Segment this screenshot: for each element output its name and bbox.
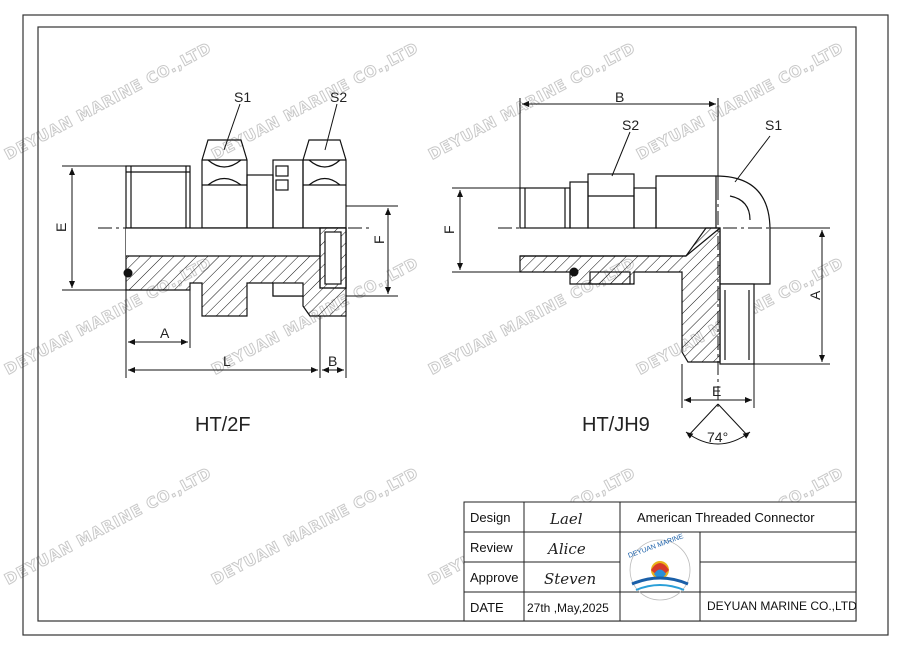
label-b: B [615,89,624,105]
nut-s2 [587,173,635,229]
threaded-stud [125,165,191,229]
title-block-role: DATE [470,600,504,615]
o-ring [123,268,133,278]
drawing-title-ht-2f: HT/2F [195,414,251,436]
section-hatch [519,227,721,363]
reviewer-signature: Alice [546,540,586,558]
label-s1: S1 [234,89,251,105]
label-s2: S2 [330,89,347,105]
title-block-role: Review [470,540,513,555]
label-e: E [53,223,69,232]
inner-border [37,26,857,622]
label-s1: S1 [765,117,782,133]
label-a: A [160,325,170,341]
designer-signature: Lael [549,510,583,528]
watermark: DEYUAN MARINE CO.,LTD [1,464,214,589]
watermark: DEYUAN MARINE CO.,LTD [208,464,421,589]
label-s2: S2 [622,117,639,133]
label-e: E [712,383,721,399]
company-name: DEYUAN MARINE CO.,LTD [707,599,857,613]
watermark: DEYUAN MARINE CO.,LTD [1,39,214,164]
watermark: DEYUAN MARINE CO.,LTD [425,39,638,164]
angle-label: 74° [707,429,728,445]
approver-signature: Steven [544,570,596,588]
product-name: American Threaded Connector [637,510,815,525]
title-block-role: Approve [470,570,518,585]
logo-wave [631,576,689,586]
label-l: L [223,353,231,369]
watermark: DEYUAN MARINE CO.,LTD [633,39,846,164]
label-f: F [441,225,457,234]
date-value: 27th ,May,2025 [527,601,609,615]
drawing-title-ht-jh9: HT/JH9 [582,414,650,436]
dimensions-ht-jh9 [452,98,830,445]
dimensions-ht-2f [62,103,398,378]
drawing-ht-jh9 [519,173,771,365]
o-ring [569,267,579,277]
drawing-ht-2f [123,139,347,317]
title-block-role: Design [470,510,510,525]
outer-border [22,14,889,636]
label-b: B [328,353,337,369]
label-a: A [807,290,823,300]
label-f: F [371,235,387,244]
